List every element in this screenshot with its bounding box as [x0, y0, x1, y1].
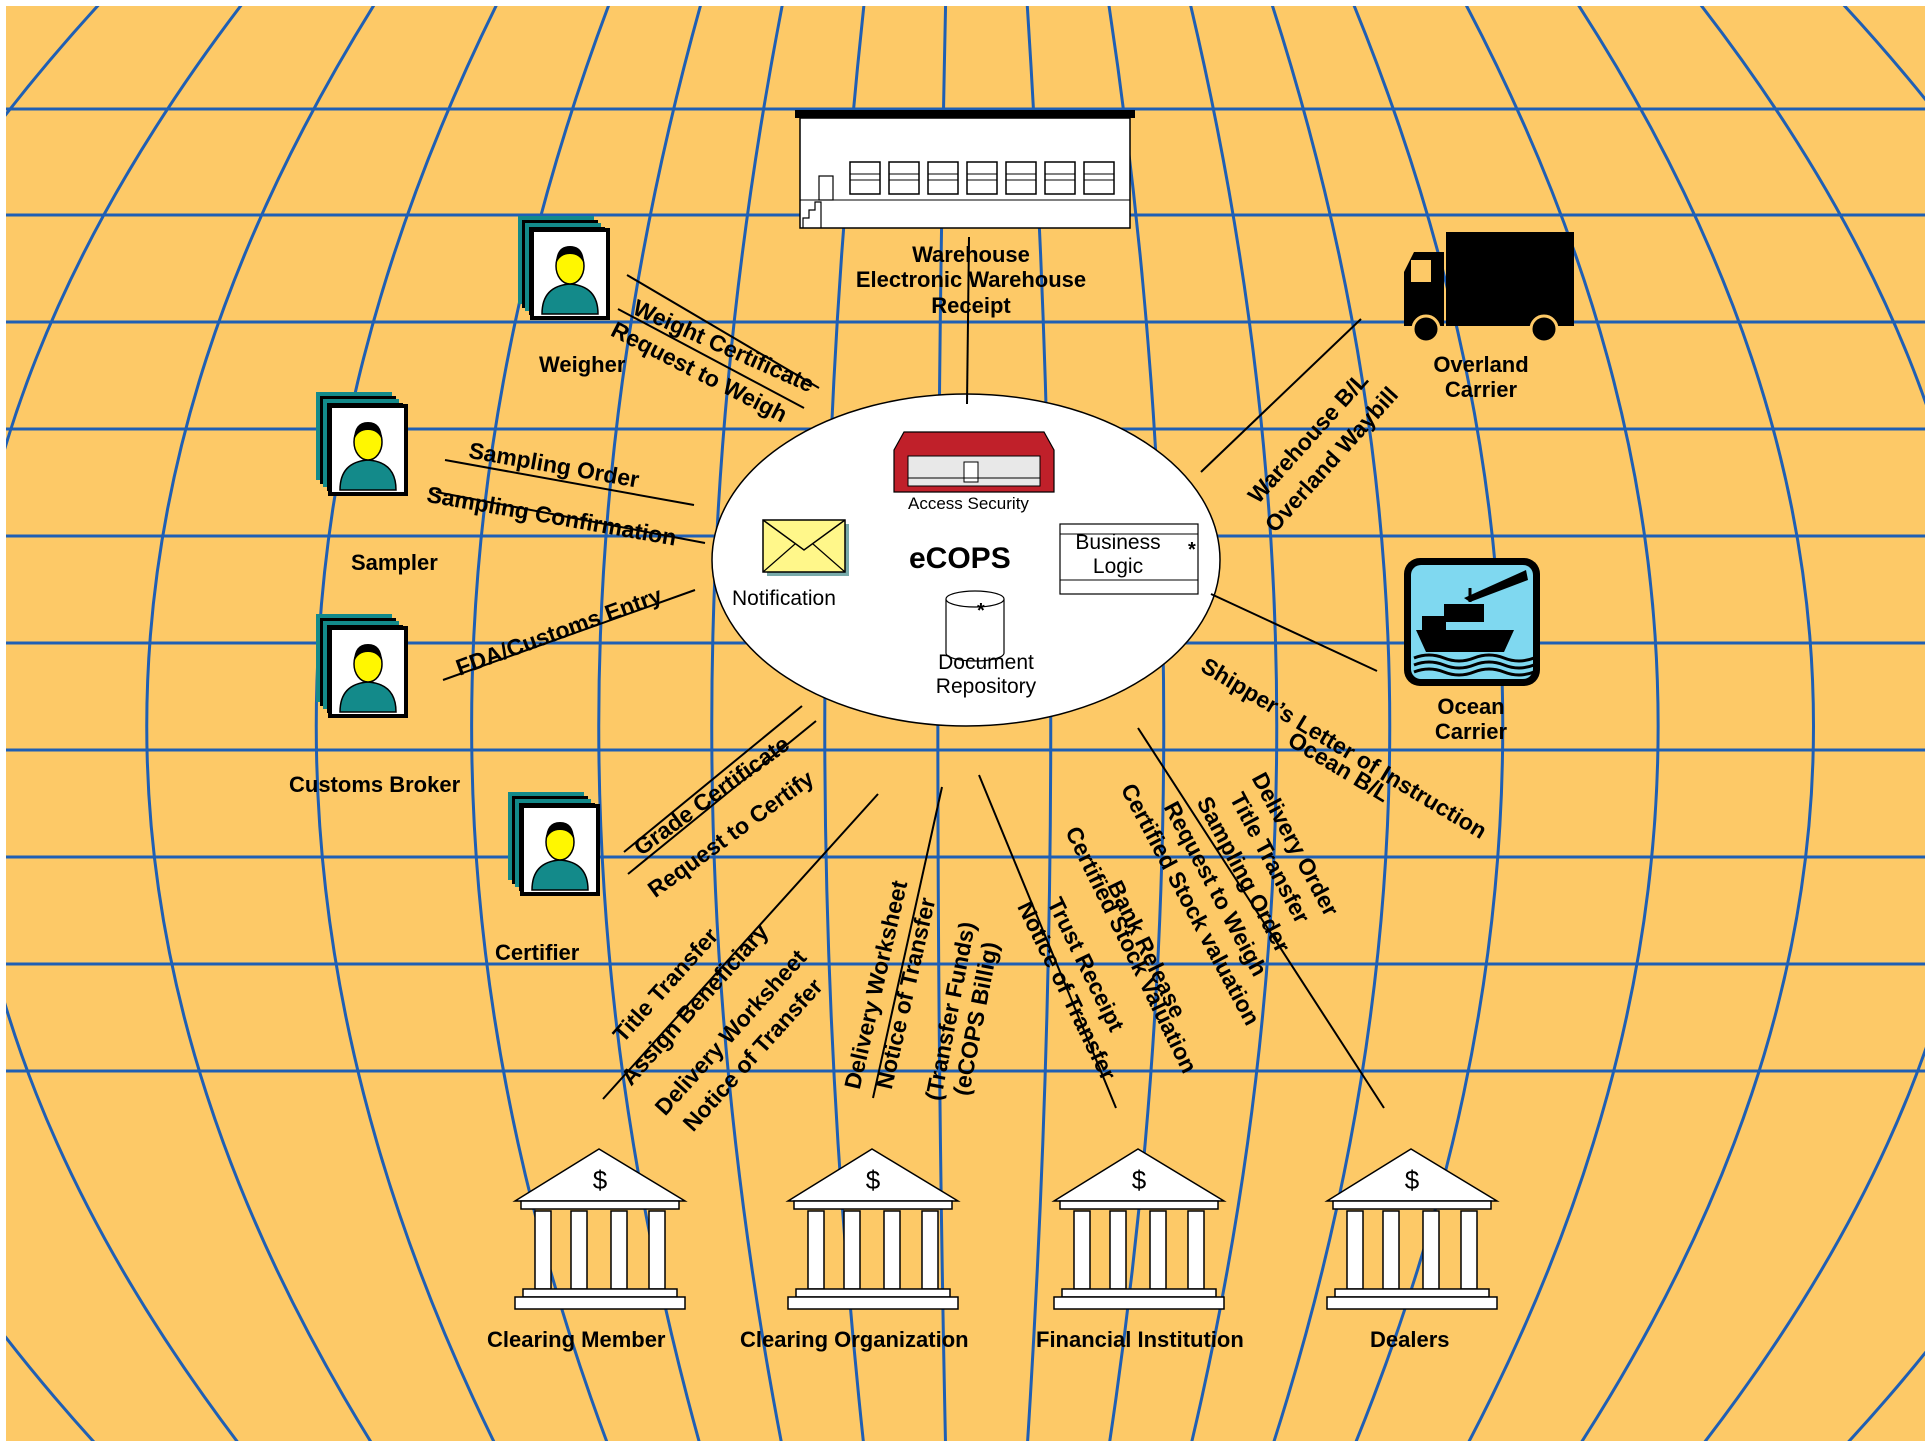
ecops-title: eCOPS	[909, 542, 1011, 575]
access-security-icon	[893, 431, 1055, 493]
warehouse-connector	[966, 236, 970, 405]
business-logic-box: *	[1059, 523, 1199, 595]
envelope-icon	[762, 519, 849, 576]
financial-connector	[978, 774, 1117, 1109]
financial-institution-bank-icon	[1053, 1148, 1225, 1310]
clearing-organization-label: Clearing Organization	[740, 1327, 969, 1352]
svg-text:*: *	[1188, 539, 1196, 561]
customs-broker-label: Customs Broker	[289, 772, 461, 797]
notification-label: Notification	[732, 587, 836, 610]
ecops-hub-ellipse	[711, 393, 1221, 727]
ocean-connector	[1210, 593, 1378, 672]
ecops-diagram: $ ** eCOPS Access Security Notification …	[6, 6, 1925, 1441]
clearing-member-bank-icon	[514, 1148, 686, 1310]
clearing-member-label: Clearing Member	[487, 1327, 666, 1352]
clearing-member-connector	[602, 793, 879, 1100]
certifier-connector-1	[623, 705, 803, 853]
financial-institution-label: Financial Institution	[1036, 1327, 1244, 1352]
ship-crane-icon	[1404, 558, 1540, 686]
dealers-bank-icon	[1326, 1148, 1498, 1310]
customs-broker-person-icon	[314, 612, 408, 718]
warehouse-icon	[795, 110, 1135, 229]
certifier-connector-2	[627, 720, 817, 875]
truck-icon	[1404, 232, 1574, 344]
diagram-graphics: $ **	[314, 110, 1574, 1310]
customs-connector	[442, 589, 696, 681]
weigher-person-icon	[516, 214, 610, 320]
sampler-label: Sampler	[351, 550, 438, 575]
sampler-connector-1	[444, 459, 695, 506]
dealers-label: Dealers	[1370, 1327, 1450, 1352]
weigher-connector-1	[626, 274, 820, 389]
sampler-person-icon	[314, 390, 408, 496]
weigher-connector-2	[617, 308, 805, 409]
sampler-connector-2	[435, 491, 706, 544]
certifier-person-icon	[506, 790, 600, 896]
clearing-organization-bank-icon	[787, 1148, 959, 1310]
database-icon: *	[945, 590, 1005, 662]
svg-text:*: *	[977, 600, 985, 622]
clearing-org-connector	[872, 786, 943, 1099]
dealers-connector	[1137, 727, 1385, 1109]
weigher-label: Weigher	[539, 352, 626, 377]
certifier-label: Certifier	[495, 940, 580, 965]
access-security-label: Access Security	[908, 494, 1029, 513]
overland-connector	[1200, 318, 1362, 473]
